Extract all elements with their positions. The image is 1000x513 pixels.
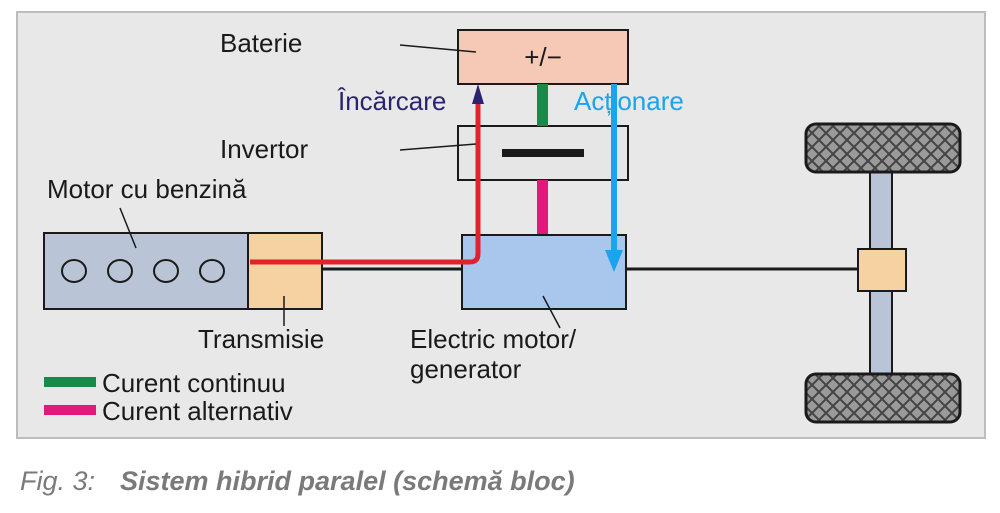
tire-icon [804, 372, 962, 424]
electric-motor-label-line1: Electric motor/ [410, 324, 577, 354]
legend-swatch-ac [44, 405, 96, 415]
legend-swatch-dc [44, 377, 96, 387]
leader-engine [119, 207, 137, 249]
legend-label-dc: Curent continuu [102, 368, 286, 398]
battery-block [457, 29, 629, 85]
dc-link [537, 84, 548, 126]
arrow-down-icon [605, 250, 623, 272]
inverter-symbol [502, 149, 584, 157]
gas-engine-label: Motor cu benzină [47, 174, 247, 204]
cylinder-icon [199, 259, 225, 283]
charging-label: Încărcare [337, 86, 446, 116]
tire-icon [804, 122, 962, 174]
transmission-block [247, 232, 323, 310]
cylinder-icon [153, 259, 179, 283]
electric-motor-label-line2: generator [410, 354, 522, 384]
arrow-up-icon [472, 84, 484, 104]
cylinder-icon [61, 259, 87, 283]
charging-path [250, 100, 481, 265]
ac-link [537, 180, 548, 235]
legend: Curent continuu Curent alternativ [44, 368, 293, 426]
caption-title: Sistem hibrid paralel (schemă bloc) [120, 466, 575, 496]
cylinder-icon [107, 259, 133, 283]
leader-motor [542, 295, 561, 329]
differential [857, 248, 907, 292]
actuation-label: Acționare [574, 86, 684, 116]
leader-battery [399, 44, 477, 53]
gas-engine-block [43, 232, 249, 310]
inverter-label: Invertor [220, 134, 308, 164]
figure-caption: Fig. 3: Sistem hibrid paralel (schemă bl… [20, 466, 575, 496]
battery-label: Baterie [220, 28, 302, 58]
legend-label-ac: Curent alternativ [102, 396, 293, 426]
battery-symbol: +/− [524, 42, 562, 72]
leader-inverter [399, 143, 477, 151]
transmission-label: Transmisie [198, 324, 324, 354]
caption-prefix: Fig. 3: [20, 466, 95, 496]
